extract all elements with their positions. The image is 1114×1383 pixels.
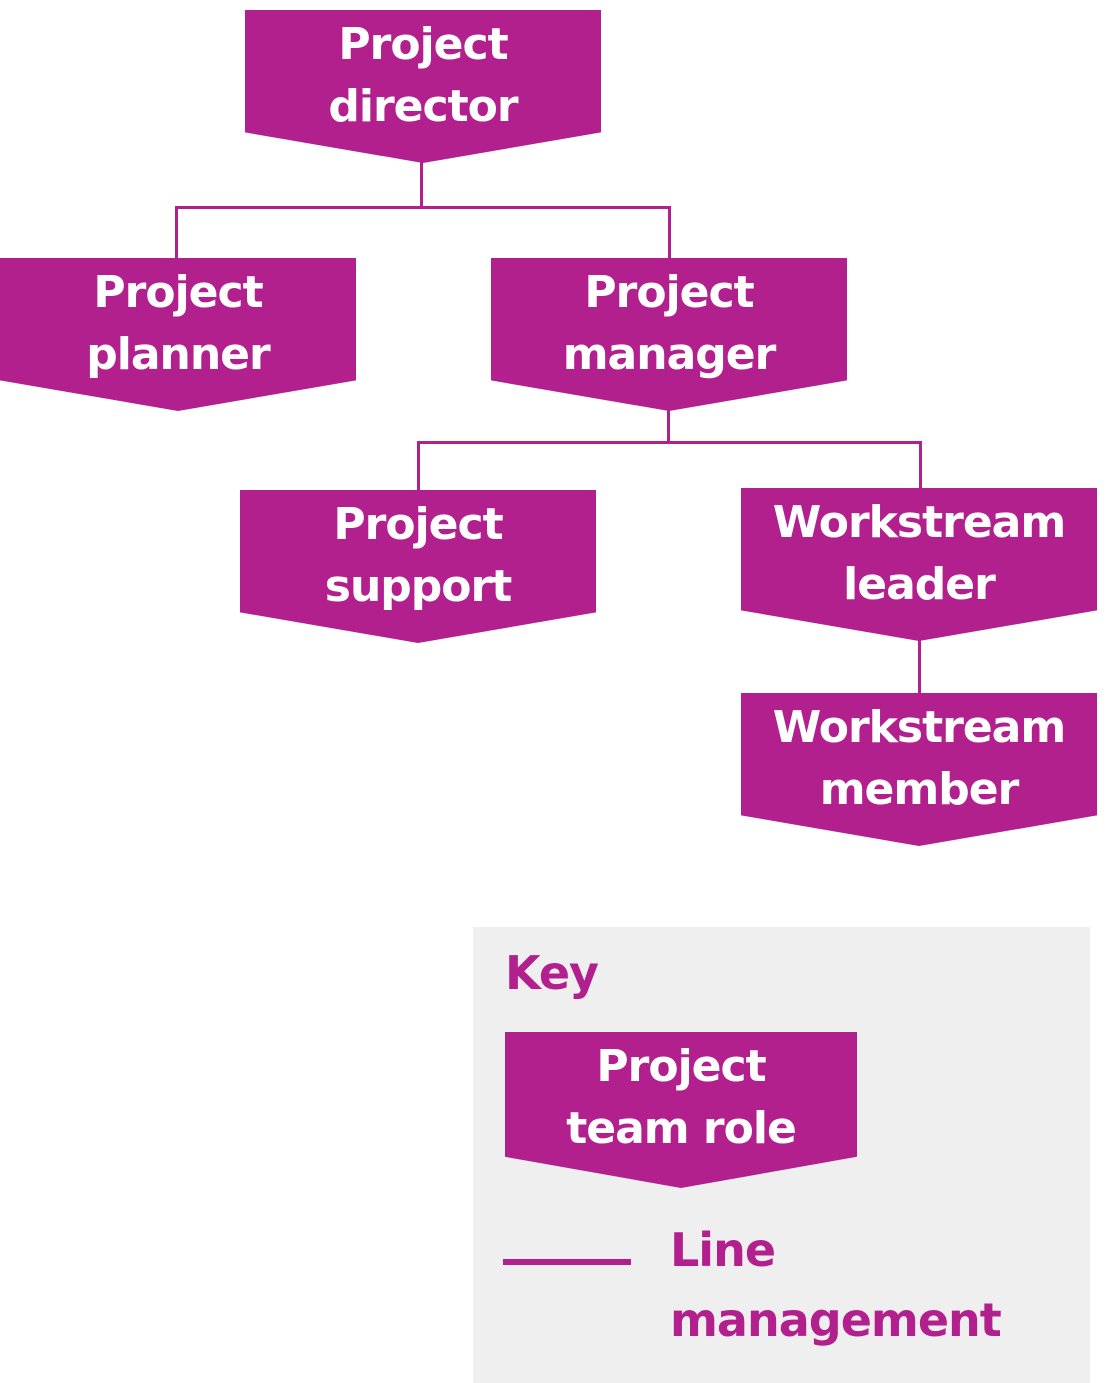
org-node-label: Project director [245,10,601,132]
org-node-project-planner: Project planner [0,258,356,411]
connector-manager-drop [668,206,671,260]
org-node-project-director: Project director [245,10,601,163]
connector-level2-horizontal [417,441,922,444]
key-panel: Key Project team role Line management [473,927,1090,1383]
org-node-label-line2: planner [86,329,270,380]
org-node-label-line1: Project [338,19,508,70]
connector-manager-feed [667,408,670,444]
key-line-management-sample [503,1259,631,1265]
org-node-label-line2: member [819,764,1020,815]
org-node-label-line1: Project [93,267,263,318]
connector-member-feed [918,638,921,695]
org-node-label-line1: Workstream [772,497,1066,548]
org-node-label: Project manager [491,258,847,380]
org-node-workstream-member: Workstream member [741,693,1097,846]
org-node-label-line2: manager [562,329,777,380]
org-node-project-support: Project support [240,490,596,643]
org-node-label-line1: Workstream [772,702,1066,753]
org-node-label: Project support [240,490,596,612]
org-node-label: Workstream member [741,693,1097,815]
key-line-label-line1: Line [670,1223,776,1277]
org-node-label-line1: Project [584,267,754,318]
key-shape-label: Project team role [505,1032,857,1157]
connector-leader-drop [919,441,922,490]
org-node-label: Project planner [0,258,356,380]
org-node-project-manager: Project manager [491,258,847,411]
connector-planner-drop [175,206,178,260]
org-node-label-line2: support [324,561,512,612]
connector-support-drop [417,441,420,492]
connector-director-feed [420,160,423,209]
key-line-label-line2: management [670,1293,1002,1347]
org-node-label-line2: director [328,81,518,132]
key-shape-label-line1: Project [596,1041,766,1092]
org-node-label: Workstream leader [741,488,1097,610]
org-node-label-line2: leader [843,559,996,610]
key-title: Key [505,946,599,1000]
key-project-team-role-shape: Project team role [505,1032,857,1188]
key-line-management-label: Line management [670,1215,1002,1355]
org-node-workstream-leader: Workstream leader [741,488,1097,641]
connector-level1-horizontal [175,206,671,209]
org-node-label-line1: Project [333,499,503,550]
key-shape-label-line2: team role [566,1103,797,1154]
